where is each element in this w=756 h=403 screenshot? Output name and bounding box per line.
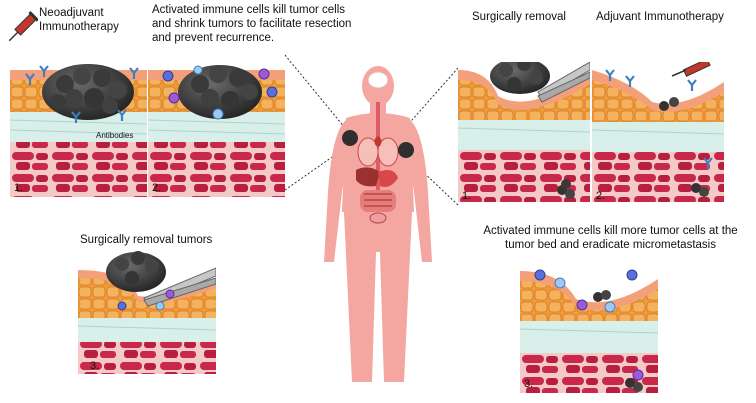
tissue-panel-neoadjuvant-2	[148, 62, 285, 197]
tumor-site-markers	[342, 130, 414, 158]
antibodies-label: Antibodies	[96, 131, 133, 140]
surgical-removal-label: Surgically removal	[472, 11, 566, 23]
step-number: 1.	[14, 182, 24, 194]
organs-icon	[356, 102, 399, 224]
surgically-removal-tumors-label: Surgically removal tumors	[80, 234, 213, 246]
immune-cells	[534, 269, 644, 381]
tumor-mass	[106, 251, 166, 292]
surgical-forceps-icon	[537, 62, 590, 103]
tissue-panel-adjuvant-2	[592, 62, 724, 202]
step-number: 3.	[90, 360, 100, 372]
tumor-mass	[490, 62, 550, 94]
tumor-fragment	[593, 290, 643, 392]
activated-immune-kill-label: Activated immune cells kill tumor cells …	[152, 4, 352, 44]
tumor-mass	[178, 65, 262, 119]
human-body-figure	[324, 66, 432, 382]
syringe-icon	[8, 11, 38, 42]
tumor-fragment	[557, 179, 575, 199]
surgical-forceps-icon	[143, 267, 216, 307]
step-number: 2.	[152, 182, 162, 194]
tissue-panel-adjuvant-1	[458, 62, 590, 202]
tissue-panel-neoadjuvant-1: Antibodies	[10, 62, 147, 197]
syringe-icon	[671, 62, 711, 77]
tissue-panel-surgical-removal-3	[78, 250, 216, 374]
immune-cells	[162, 65, 278, 120]
antibody-icons	[25, 65, 139, 123]
immune-cells	[117, 289, 175, 311]
brain-icon	[367, 71, 389, 89]
step-number: 1.	[462, 190, 472, 202]
tumor-fragment	[659, 97, 709, 197]
activated-immune-more-label: Activated immune cells kill more tumor c…	[483, 225, 738, 251]
antibody-icons	[605, 69, 713, 169]
step-number: 2.	[596, 190, 606, 202]
tumor-mass	[42, 64, 134, 120]
neoadjuvant-immunotherapy-label: Neoadjuvant Immunotherapy	[39, 7, 119, 33]
connector-line	[404, 67, 459, 129]
tissue-panel-adjuvant-3	[520, 265, 658, 393]
step-number: 3.	[524, 378, 534, 390]
adjuvant-immunotherapy-label: Adjuvant Immunotherapy	[596, 11, 724, 23]
